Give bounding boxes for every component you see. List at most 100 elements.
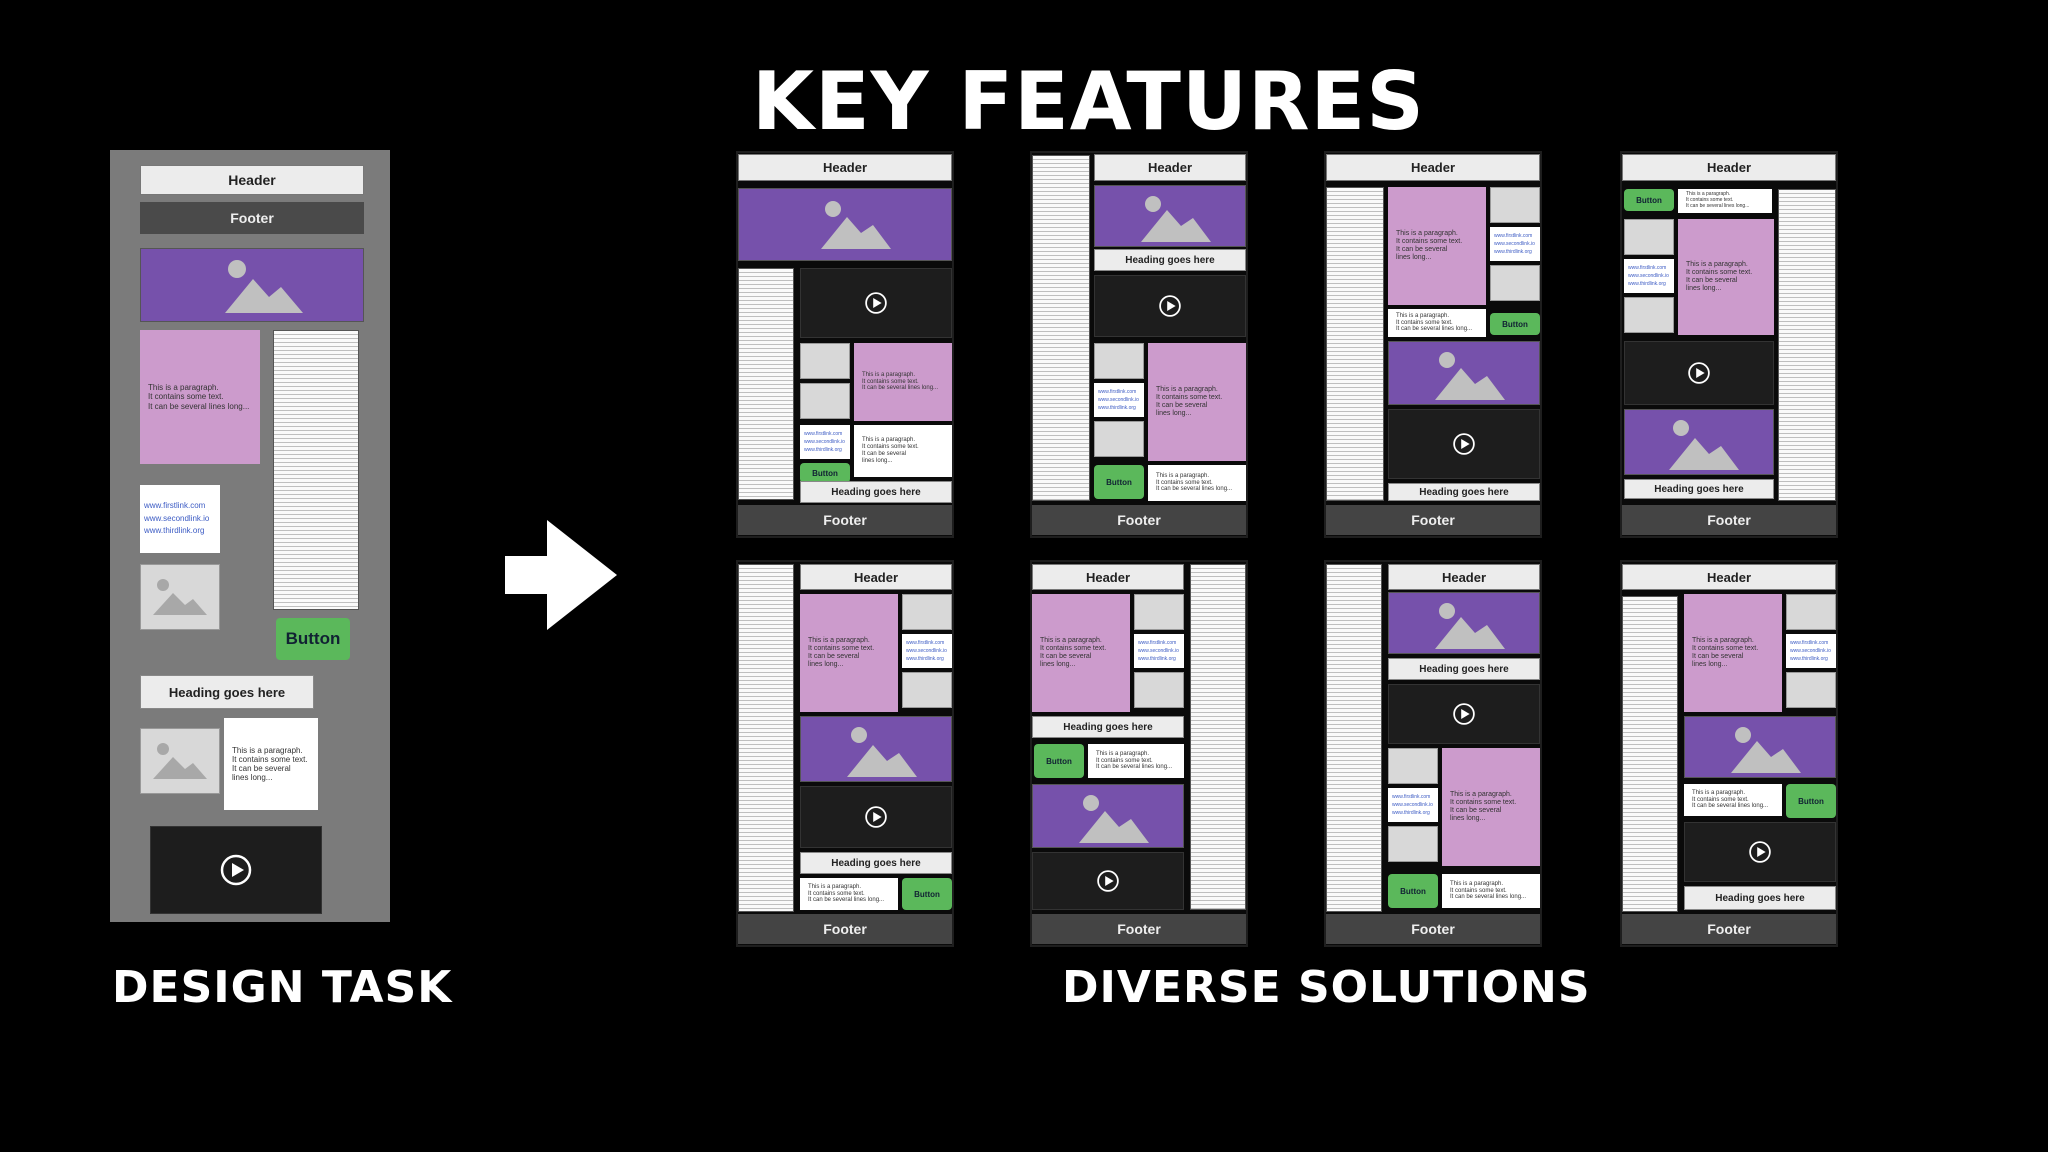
paragraph-line: It can be several [1040, 653, 1092, 660]
paragraph-block: This is a paragraph.It contains some tex… [1678, 219, 1774, 335]
solution-mockup-8: Header This is a paragraph.It contains s… [1620, 560, 1838, 947]
paragraph-white: This is a paragraph.It contains some tex… [854, 425, 952, 477]
button: Button [800, 463, 850, 483]
play-icon [1159, 295, 1181, 317]
paragraph-line: It can be several lines long... [1686, 202, 1750, 209]
paragraph-block: This is a paragraph.It contains some tex… [1148, 343, 1246, 461]
paragraph-line: This is a paragraph. [148, 383, 219, 393]
small-image [902, 672, 952, 708]
paragraph-line: It contains some text. [1156, 479, 1213, 486]
task-image-block [140, 248, 364, 322]
paragraph-line: lines long... [1156, 410, 1192, 418]
link-text: www.firstlink.com [1628, 265, 1667, 271]
small-image [1624, 219, 1674, 255]
link-text: www.secondlink.io [1098, 397, 1139, 403]
footer-block: Footer [738, 914, 952, 944]
button: Button [1786, 784, 1836, 818]
image-placeholder-icon [153, 579, 207, 615]
paragraph-line: It can be several lines long... [1096, 764, 1173, 771]
paragraph-line: This is a paragraph. [1396, 312, 1450, 319]
paragraph-line: It contains some text. [1692, 796, 1749, 803]
paragraph-white: This is a paragraph.It contains some tex… [1148, 465, 1246, 501]
link-text: www.secondlink.io [804, 439, 845, 445]
paragraph-line: It contains some text. [1686, 268, 1753, 276]
design-task-title: DESIGN TASK [112, 962, 453, 1013]
small-image [902, 594, 952, 630]
small-image [800, 383, 850, 419]
paragraph-line: It can be several [232, 764, 291, 773]
paragraph-line: This is a paragraph. [1156, 472, 1210, 479]
header-block: Header [1388, 564, 1540, 590]
paragraph-block: This is a paragraph.It contains some tex… [1032, 594, 1130, 712]
image-block [1624, 409, 1774, 475]
image-placeholder-icon [1731, 727, 1801, 773]
paragraph-line: It contains some text. [808, 890, 865, 897]
paragraph-white: This is a paragraph.It contains some tex… [1088, 744, 1184, 778]
image-block [738, 188, 952, 261]
paragraph-line: It can be several lines long... [1692, 803, 1769, 810]
paragraph-line: This is a paragraph. [1040, 636, 1102, 644]
text-column [1622, 596, 1678, 912]
links-block: www.firstlink.com www.secondlink.io www.th… [800, 425, 850, 459]
paragraph-block: This is a paragraph.It contains some tex… [854, 343, 952, 421]
link-text: www.secondlink.io [1138, 648, 1179, 654]
paragraph-line: lines long... [862, 457, 893, 464]
link-text: www.secondlink.io [1628, 273, 1669, 279]
task-paragraph-white: This is a paragraph. It contains some te… [224, 718, 318, 810]
header-block: Header [1326, 154, 1540, 181]
button: Button [1034, 744, 1084, 778]
video-block [1388, 684, 1540, 744]
task-text-column [273, 330, 359, 610]
paragraph-line: This is a paragraph. [1396, 229, 1458, 237]
paragraph-line: This is a paragraph. [1450, 880, 1504, 887]
paragraph-line: It contains some text. [1156, 393, 1223, 401]
image-placeholder-icon [847, 727, 917, 777]
paragraph-line: This is a paragraph. [1692, 636, 1754, 644]
heading-block: Heading goes here [800, 852, 952, 874]
play-icon [1453, 433, 1475, 455]
small-image [1490, 187, 1540, 223]
play-icon [1749, 841, 1771, 863]
image-placeholder-icon [153, 743, 207, 779]
image-block [800, 716, 952, 782]
paragraph-line: This is a paragraph. [232, 745, 303, 755]
link-text: www.thirdlink.org [1098, 405, 1136, 411]
paragraph-line: It can be several [1396, 246, 1448, 253]
small-image [1094, 421, 1144, 457]
paragraph-block: This is a paragraph.It contains some tex… [1388, 187, 1486, 305]
paragraph-line: This is a paragraph. [862, 371, 916, 378]
text-column [1326, 187, 1384, 501]
paragraph-block: This is a paragraph.It contains some tex… [800, 594, 898, 712]
paragraph-line: This is a paragraph. [1450, 790, 1512, 798]
paragraph-line: It contains some text. [1396, 237, 1463, 245]
link-text: www.firstlink.com [804, 431, 843, 437]
header-block: Header [1032, 564, 1184, 590]
paragraph-line: This is a paragraph. [1686, 260, 1748, 268]
right-arrow-icon [505, 520, 617, 630]
footer-block: Footer [1622, 505, 1836, 535]
paragraph-line: lines long... [232, 773, 273, 783]
task-heading-block: Heading goes here [140, 675, 314, 709]
task-paragraph-block: This is a paragraph. It contains some te… [140, 330, 260, 464]
paragraph-line: It contains some text. [1450, 887, 1507, 894]
footer-block: Footer [1032, 505, 1246, 535]
paragraph-line: lines long... [1396, 254, 1432, 262]
heading-block: Heading goes here [1094, 249, 1246, 271]
paragraph-line: It contains some text. [862, 378, 919, 385]
heading-block: Heading goes here [1388, 483, 1540, 501]
image-placeholder-icon [1669, 420, 1739, 470]
paragraph-line: It can be several lines long... [1396, 326, 1473, 333]
text-column [738, 564, 794, 912]
paragraph-line: It contains some text. [1686, 197, 1734, 204]
small-image [800, 343, 850, 379]
text-column [738, 268, 794, 500]
video-block [1094, 275, 1246, 337]
header-block: Header [1622, 154, 1836, 181]
heading-block: Heading goes here [1624, 479, 1774, 499]
heading-block: Heading goes here [1388, 658, 1540, 680]
paragraph-line: It contains some text. [808, 644, 875, 652]
link-text: www.thirdlink.org [804, 447, 842, 453]
